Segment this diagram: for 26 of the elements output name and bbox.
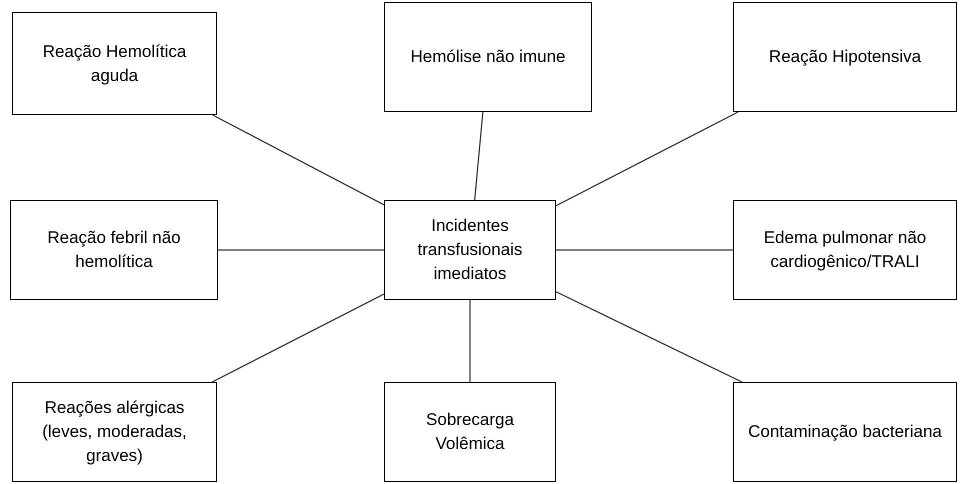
text-box [384, 2, 592, 112]
box-text: Reações alérgicas (leves, moderadas, graves) [41, 397, 188, 467]
box-text: Hemólise não imune [410, 46, 566, 68]
box-text: Reação Hemolítica aguda [42, 40, 188, 86]
connector-line [474, 112, 484, 200]
connector-line [212, 294, 384, 383]
text-box [733, 382, 957, 482]
text-box [12, 12, 217, 115]
connector-line [556, 111, 738, 206]
text-box [733, 2, 957, 112]
box-text: Contaminação bacteriana [748, 421, 942, 443]
text-box [733, 200, 957, 300]
box-text: Reação febril não hemolítica [46, 227, 182, 273]
connector-line [212, 114, 384, 206]
box-text: Incidentes transfusionais imediatos [416, 215, 524, 285]
connector-line [556, 249, 733, 251]
box-text: Reação Hipotensiva [768, 46, 922, 68]
connector-line [469, 300, 471, 382]
text-box [10, 200, 218, 300]
text-box [12, 382, 217, 482]
box-text: Edema pulmonar não cardiogênico/TRALI [762, 227, 928, 273]
text-box [384, 382, 556, 482]
text-box [384, 200, 556, 300]
connector-line [218, 249, 384, 251]
box-text: Sobrecarga Volêmica [425, 409, 515, 455]
connector-line [556, 291, 742, 383]
